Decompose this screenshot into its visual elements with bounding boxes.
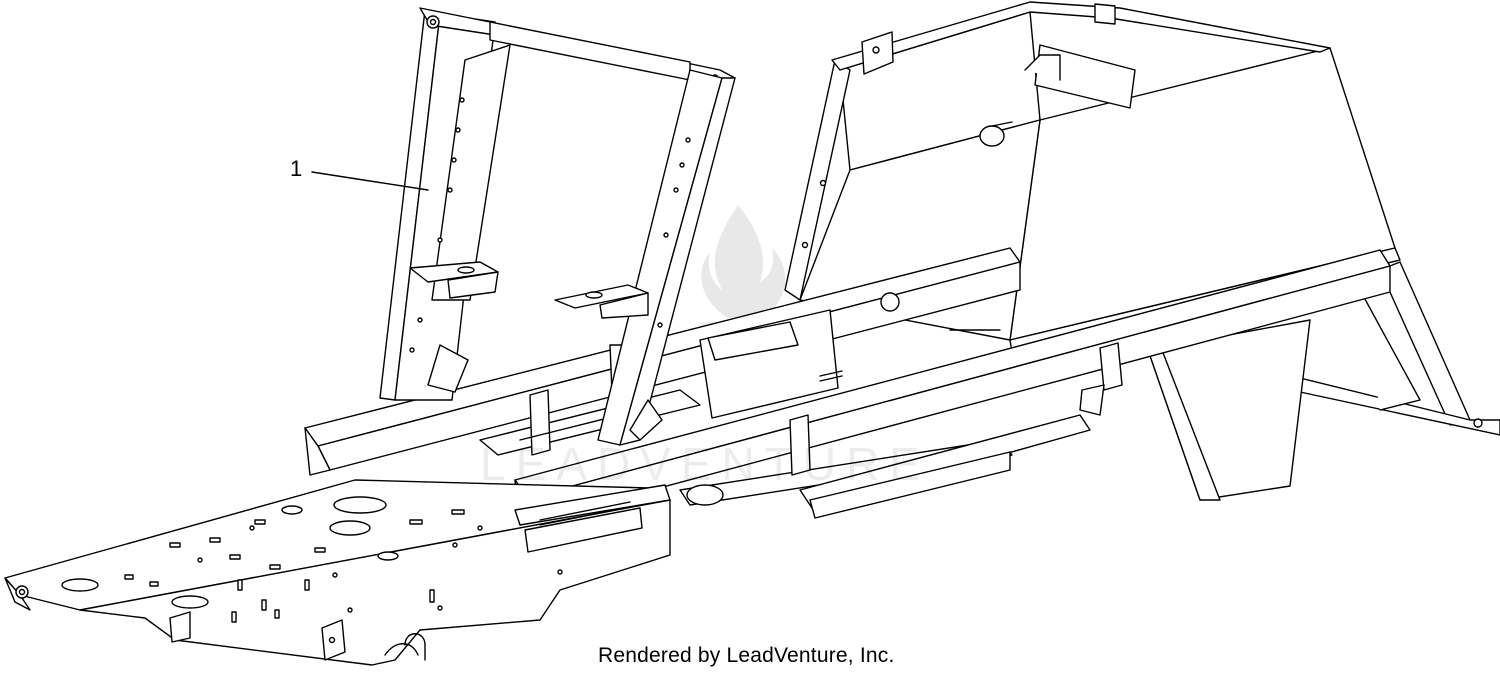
seat-support-frame — [379, 7, 736, 446]
deck-slots — [124, 509, 465, 623]
part-callout-1: 1 — [290, 156, 303, 181]
main-frame-rails — [304, 247, 1391, 527]
credit-text: Rendered by LeadVenture, Inc. — [598, 644, 895, 667]
watermark-text: LEADVENTURE — [480, 438, 930, 490]
foot-deck-plate — [4, 479, 671, 666]
callout-leader — [311, 171, 429, 191]
